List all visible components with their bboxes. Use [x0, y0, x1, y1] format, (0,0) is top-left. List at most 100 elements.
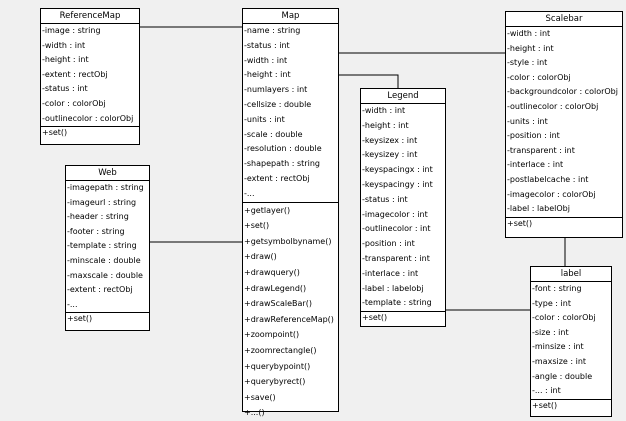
attribute-row: -color : colorObj	[532, 313, 596, 323]
attribute-row: -units : int	[244, 114, 285, 124]
operations-section: +set()	[506, 218, 622, 230]
operation-row: +set()	[67, 314, 93, 324]
operation-row: +querybypoint()	[244, 361, 311, 371]
class-title: Web	[66, 166, 149, 181]
attribute-row: -interlace : int	[507, 160, 564, 170]
class-legend[interactable]: Legend -width : int -height : int -keysize…	[360, 88, 446, 327]
attribute-row: -shapepath : string	[244, 159, 320, 169]
class-map[interactable]: Map -name : string -status : int -width : …	[242, 8, 339, 417]
attribute-row: -width : int	[507, 29, 551, 38]
attribute-row: -outlinecolor : colorObj	[42, 113, 134, 123]
attribute-row: -outlinecolor : colorObj	[507, 101, 599, 111]
attribute-row: -template : string	[67, 241, 137, 251]
operation-row: +save()	[244, 392, 276, 402]
attribute-row: -minscale : double	[67, 255, 141, 265]
attribute-row: -name : string	[244, 26, 301, 35]
attribute-row: -size : int	[532, 327, 569, 337]
class-referencemap[interactable]: ReferenceMap -image : string -width : int…	[40, 8, 140, 145]
attribute-row: -height : int	[42, 55, 89, 65]
attributes-section: -width : int-height : int-style : int-co…	[506, 27, 622, 218]
operation-row: +zoompoint()	[244, 330, 300, 340]
attribute-row: -backgroundcolor : colorObj	[507, 87, 618, 97]
attribute-row: -label : labelobj	[362, 283, 424, 293]
attribute-row: -interlace : int	[362, 268, 419, 278]
operation-row: +drawScaleBar()	[244, 299, 312, 309]
attribute-row: -cellsize : double	[244, 99, 312, 109]
operations-section: +set()	[41, 127, 139, 139]
operation-row: +getlayer()	[244, 205, 291, 215]
attribute-row: -units : int	[507, 116, 548, 126]
attribute-row: -numlayers : int	[244, 85, 308, 95]
attribute-row: -width : int	[244, 55, 288, 65]
attribute-row: -header : string	[67, 212, 129, 222]
operation-row: +querybyrect()	[244, 377, 306, 387]
attribute-row: -position : int	[507, 131, 560, 141]
attribute-row: -status : int	[362, 194, 408, 204]
attribute-row: -position : int	[362, 239, 415, 249]
attribute-row: -...	[67, 299, 78, 309]
attribute-row: -height : int	[244, 70, 291, 80]
attribute-row: -width : int	[42, 40, 86, 50]
attribute-row: -...	[244, 188, 255, 198]
operation-row: +...()	[244, 408, 265, 418]
assoc-map-legend	[339, 74, 399, 89]
attributes-section: -width : int -height : int -keysizex : int…	[361, 104, 445, 313]
operation-row: +set()	[507, 218, 533, 228]
attribute-row: -transparent : int	[362, 253, 430, 263]
attribute-row: -scale : double	[244, 129, 303, 139]
operations-section: +getlayer()+set()+getsymbolbyname()+draw…	[243, 203, 338, 421]
attribute-row: -type : int	[532, 298, 571, 308]
operation-row: +drawLegend()	[244, 283, 307, 293]
operation-row: +set()	[362, 313, 388, 323]
class-title: Legend	[361, 89, 445, 104]
attribute-row: -minsize : int	[532, 342, 584, 352]
attribute-row: -resolution : double	[244, 144, 322, 154]
attributes-section: -image : string -width : int -height : int…	[41, 24, 139, 128]
attribute-row: -style : int	[507, 58, 548, 68]
attribute-row: -transparent : int	[507, 145, 575, 155]
operation-row: +drawquery()	[244, 267, 300, 277]
class-title: Map	[243, 9, 338, 24]
class-title: Scalebar	[506, 12, 622, 27]
attribute-row: -keyspacingx : int	[362, 165, 433, 175]
attribute-row: -imageurl : string	[67, 197, 137, 207]
operation-row: +set()	[42, 128, 68, 138]
attribute-row: -height : int	[362, 120, 409, 130]
operation-row: +set()	[532, 400, 558, 410]
attribute-row: -label : labelObj	[507, 204, 570, 214]
operation-row: +getsymbolbyname()	[244, 236, 332, 246]
class-web[interactable]: Web -imagepath : string -imageurl : strin…	[65, 165, 150, 331]
attribute-row: -imagepath : string	[67, 183, 144, 192]
attribute-row: -keyspacingy : int	[362, 179, 433, 189]
attribute-row: -angle : double	[532, 371, 593, 381]
operations-section: +set()	[66, 313, 149, 325]
operations-section: +set()	[361, 312, 445, 324]
attributes-section: -font : string -type : int -color : colorO…	[531, 282, 611, 400]
operation-row: +zoomrectangle()	[244, 345, 317, 355]
class-title: ReferenceMap	[41, 9, 139, 24]
attribute-row: -maxscale : double	[67, 270, 143, 280]
attribute-row: -postlabelcache : int	[507, 174, 589, 184]
attribute-row: -extent : rectObj	[244, 173, 310, 183]
operation-row: +drawReferenceMap()	[244, 314, 334, 324]
class-label[interactable]: label -font : string -type : int -color : …	[530, 266, 612, 417]
attribute-row: -extent : rectObj	[42, 69, 108, 79]
operations-section: +set()	[531, 400, 611, 412]
attribute-row: -keysizex : int	[362, 135, 418, 145]
class-title: label	[531, 267, 611, 282]
attribute-row: -status : int	[244, 40, 290, 50]
attribute-row: -font : string	[532, 284, 582, 293]
operation-row: +draw()	[244, 252, 277, 262]
attribute-row: -outlinecolor : int	[362, 224, 431, 234]
attribute-row: -footer : string	[67, 226, 125, 236]
attribute-row: -maxsize : int	[532, 356, 587, 366]
attribute-row: -status : int	[42, 84, 88, 94]
attribute-row: -image : string	[42, 26, 101, 35]
attribute-row: -extent : rectObj	[67, 285, 133, 295]
attribute-row: -width : int	[362, 106, 406, 115]
attribute-row: -color : colorObj	[507, 72, 571, 82]
class-scalebar[interactable]: Scalebar -width : int-height : int-style…	[505, 11, 623, 238]
attributes-section: -name : string -status : int -width : int -…	[243, 24, 338, 203]
attribute-row: -template : string	[362, 298, 432, 308]
